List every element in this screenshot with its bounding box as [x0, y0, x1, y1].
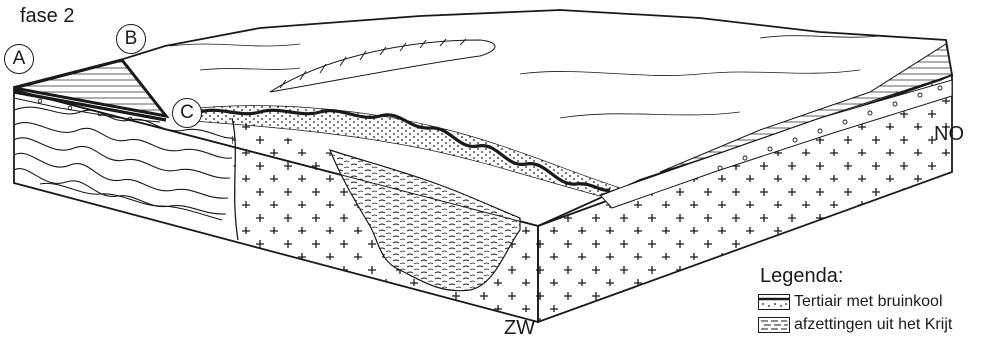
legend-item-krijt: afzettingen uit het Krijt: [758, 316, 952, 334]
point-a-marker: A: [4, 44, 34, 74]
tertiary-swatch-icon: [758, 294, 790, 310]
point-c-marker: C: [172, 98, 202, 128]
compass-northeast: NO: [934, 124, 964, 144]
krijt-swatch-icon: [758, 317, 790, 333]
legend-title: Legenda:: [760, 266, 843, 286]
compass-southwest: ZW: [504, 318, 535, 338]
legend-item-tertiary: Tertiair met bruinkool: [758, 293, 943, 311]
point-b-marker: B: [116, 24, 146, 54]
phase-label: fase 2: [20, 6, 74, 26]
legend-label-krijt: afzettingen uit het Krijt: [794, 316, 952, 334]
legend-label-tertiary: Tertiair met bruinkool: [794, 293, 943, 311]
